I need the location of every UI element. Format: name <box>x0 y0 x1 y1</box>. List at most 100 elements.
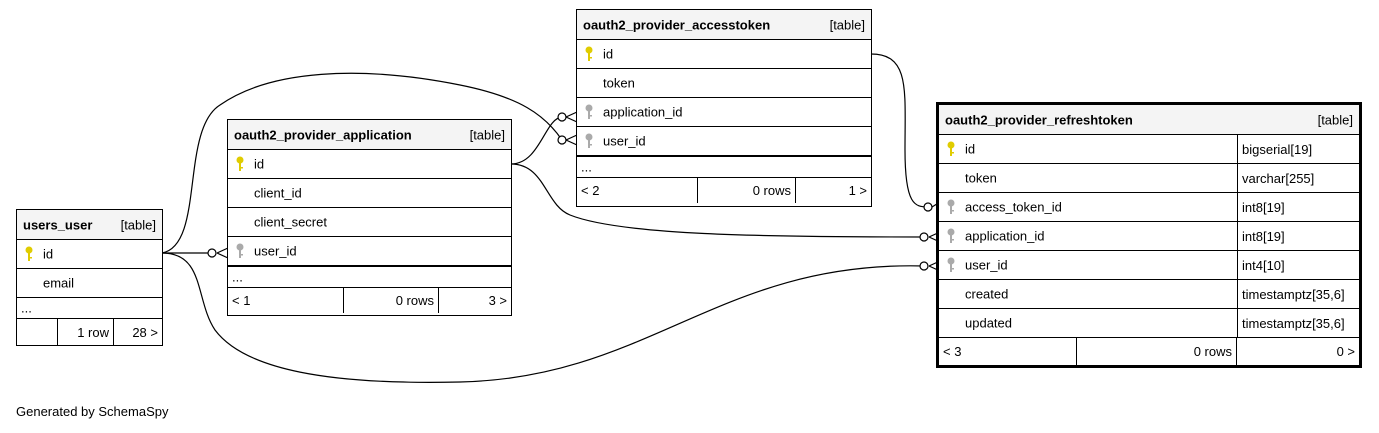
optional-marker <box>923 202 933 212</box>
foreign-key-icon <box>585 104 593 119</box>
column-name: user_id <box>603 133 646 149</box>
table-header[interactable]: oauth2_provider_application [table] <box>228 120 511 150</box>
column-name: application_id <box>965 228 1045 244</box>
optional-marker <box>557 135 567 145</box>
foreign-key-icon <box>947 257 955 272</box>
column-row[interactable]: email <box>17 269 162 298</box>
foreign-key-icon <box>947 228 955 243</box>
column-name: application_id <box>603 104 683 120</box>
table-header[interactable]: users_user [table] <box>17 210 162 240</box>
table-header[interactable]: oauth2_provider_refreshtoken [table] <box>939 105 1359 135</box>
column-row[interactable]: id <box>17 240 162 269</box>
table-oauth2-provider-application[interactable]: oauth2_provider_application [table] id c… <box>227 119 512 316</box>
table-header[interactable]: oauth2_provider_accesstoken [table] <box>577 10 871 40</box>
table-kind: [table] <box>829 17 865 32</box>
footer-prev[interactable]: < 2 <box>577 178 698 203</box>
column-type: int8[19] <box>1237 193 1359 221</box>
column-row[interactable]: id <box>577 40 871 69</box>
table-footer: < 3 0 rows 0 > <box>939 338 1359 365</box>
table-footer: < 1 0 rows 3 > <box>228 288 511 313</box>
edge-accesstoken-refreshtoken <box>870 53 929 208</box>
table-name: oauth2_provider_application <box>234 127 412 142</box>
footer-prev[interactable] <box>17 319 58 345</box>
column-name: id <box>43 246 54 262</box>
table-footer: 1 row 28 > <box>17 319 162 345</box>
column-row[interactable]: application_id <box>577 98 871 127</box>
column-type: timestamptz[35,6] <box>1237 280 1359 308</box>
primary-key-icon <box>236 156 244 171</box>
foreign-key-icon <box>585 133 593 148</box>
column-row[interactable]: id bigserial[19] <box>939 135 1359 164</box>
footer-prev[interactable]: < 1 <box>228 288 344 313</box>
table-kind: [table] <box>1317 112 1353 127</box>
footer-prev[interactable]: < 3 <box>939 338 1077 365</box>
table-kind: [table] <box>469 127 505 142</box>
column-row[interactable]: updated timestamptz[35,6] <box>939 309 1359 338</box>
column-name: user_id <box>965 257 1008 273</box>
column-name: updated <box>965 315 1012 331</box>
column-row[interactable]: user_id int4[10] <box>939 251 1359 280</box>
table-oauth2-provider-accesstoken[interactable]: oauth2_provider_accesstoken [table] id t… <box>576 9 872 207</box>
column-row[interactable]: client_id <box>228 179 511 208</box>
column-type: timestamptz[35,6] <box>1237 309 1359 337</box>
footer-next[interactable]: 3 > <box>488 293 507 308</box>
ellipsis-row: ... <box>17 298 162 319</box>
column-name: id <box>603 46 614 62</box>
primary-key-icon <box>25 246 33 261</box>
ellipsis: ... <box>581 159 592 175</box>
table-users-user[interactable]: users_user [table] id email ... 1 row 28… <box>16 209 163 346</box>
edge-application-refreshtoken <box>510 163 926 238</box>
edge-application-accesstoken <box>510 116 563 165</box>
footer-rows: 0 rows <box>344 288 439 313</box>
table-name: oauth2_provider_refreshtoken <box>945 112 1133 127</box>
table-kind: [table] <box>120 217 156 232</box>
table-footer: < 2 0 rows 1 > <box>577 178 871 203</box>
column-type: varchar[255] <box>1237 164 1359 192</box>
column-row[interactable]: application_id int8[19] <box>939 222 1359 251</box>
column-type: int4[10] <box>1237 251 1359 279</box>
column-name: token <box>603 75 635 91</box>
column-name: access_token_id <box>965 199 1062 215</box>
edge-users-accesstoken <box>161 72 563 254</box>
footer-rows: 0 rows <box>698 178 796 203</box>
table-oauth2-provider-refreshtoken[interactable]: oauth2_provider_refreshtoken [table] id … <box>936 102 1362 368</box>
generated-by-credit: Generated by SchemaSpy <box>16 404 169 419</box>
column-row[interactable]: user_id <box>228 237 511 266</box>
column-name: client_id <box>254 185 302 201</box>
ellipsis: ... <box>21 300 32 316</box>
foreign-key-icon <box>947 199 955 214</box>
footer-rows: 0 rows <box>1077 338 1237 365</box>
primary-key-icon <box>585 46 593 61</box>
ellipsis: ... <box>232 269 243 285</box>
footer-next[interactable]: 0 > <box>1336 344 1355 359</box>
ellipsis-row: ... <box>577 156 871 178</box>
footer-rows: 1 row <box>58 319 114 345</box>
column-type: int8[19] <box>1237 222 1359 250</box>
column-name: client_secret <box>254 214 327 230</box>
edge-users-refreshtoken <box>161 252 926 383</box>
optional-marker <box>919 261 929 271</box>
column-row[interactable]: created timestamptz[35,6] <box>939 280 1359 309</box>
optional-marker <box>919 232 929 242</box>
column-name: user_id <box>254 243 297 259</box>
optional-marker <box>557 112 567 122</box>
column-row[interactable]: access_token_id int8[19] <box>939 193 1359 222</box>
column-row[interactable]: token varchar[255] <box>939 164 1359 193</box>
column-row[interactable]: user_id <box>577 127 871 156</box>
column-name: created <box>965 286 1009 302</box>
column-name: id <box>965 141 976 157</box>
optional-marker <box>207 248 217 258</box>
column-row[interactable]: token <box>577 69 871 98</box>
column-row[interactable]: id <box>228 150 511 179</box>
column-name: token <box>965 170 997 186</box>
footer-next[interactable]: 28 > <box>132 324 158 340</box>
table-name: oauth2_provider_accesstoken <box>583 17 771 32</box>
ellipsis-row: ... <box>228 266 511 288</box>
table-name: users_user <box>23 217 93 232</box>
foreign-key-icon <box>236 243 244 258</box>
footer-next[interactable]: 1 > <box>848 183 867 198</box>
column-type: bigserial[19] <box>1237 135 1359 163</box>
column-row[interactable]: client_secret <box>228 208 511 237</box>
column-name: id <box>254 156 265 172</box>
